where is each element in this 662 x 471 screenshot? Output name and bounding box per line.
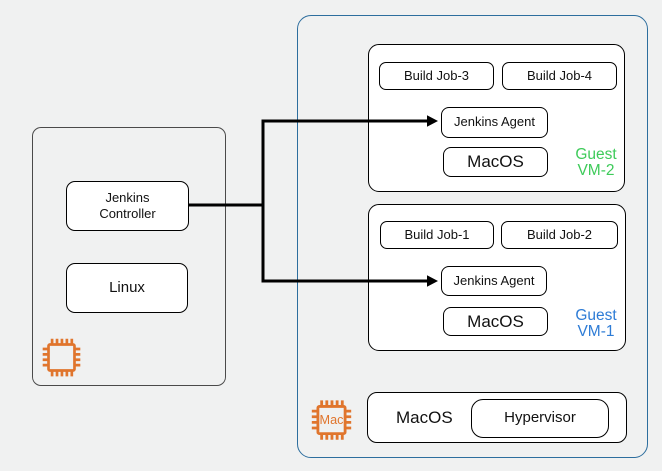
guest-vm1-label: Guest VM-1: [575, 307, 617, 341]
build-job-3-node: Build Job-3: [379, 62, 494, 90]
macos-vm2-label: MacOS: [467, 152, 524, 172]
macos-vm1-label: MacOS: [467, 311, 524, 331]
host-os-box: MacOS Hypervisor: [367, 392, 627, 443]
linux-host-box: [32, 127, 226, 386]
cpu-chip-icon: [42, 338, 81, 377]
build-job-1-node: Build Job-1: [380, 221, 494, 249]
build-job-1-label: Build Job-1: [404, 226, 470, 242]
hypervisor-label: Hypervisor: [504, 409, 576, 427]
hypervisor-node: Hypervisor: [471, 399, 609, 438]
linux-label: Linux: [109, 278, 145, 296]
jenkins-controller-label: Jenkins Controller: [99, 189, 156, 221]
jenkins-agent-vm1-label: Jenkins Agent: [453, 272, 535, 288]
guest-vm2-label: Guest VM-2: [575, 146, 617, 180]
host-macos-label: MacOS: [396, 407, 453, 427]
jenkins-agent-vm1-node: Jenkins Agent: [441, 266, 547, 296]
build-job-3-label: Build Job-3: [403, 67, 470, 83]
build-job-2-node: Build Job-2: [501, 221, 618, 249]
mac-hypervisor-host-box: [297, 15, 648, 458]
build-job-2-label: Build Job-2: [526, 226, 593, 242]
mac-cpu-chip-icon: Mac: [311, 400, 352, 440]
build-job-4-node: Build Job-4: [502, 62, 617, 90]
macos-vm1-node: MacOS: [443, 307, 548, 336]
jenkins-controller-node: Jenkins Controller: [66, 181, 189, 231]
mac-chip-label: Mac: [320, 413, 344, 427]
guest-vm1-box: Build Job-1 Build Job-2 Jenkins Agent Ma…: [368, 204, 626, 351]
linux-node: Linux: [66, 263, 188, 313]
jenkins-agent-vm2-node: Jenkins Agent: [441, 107, 548, 138]
guest-vm2-box: Build Job-3 Build Job-4 Jenkins Agent Ma…: [368, 44, 625, 192]
build-job-4-label: Build Job-4: [526, 67, 593, 83]
macos-vm2-node: MacOS: [443, 147, 548, 177]
jenkins-agent-vm2-label: Jenkins Agent: [454, 114, 535, 130]
